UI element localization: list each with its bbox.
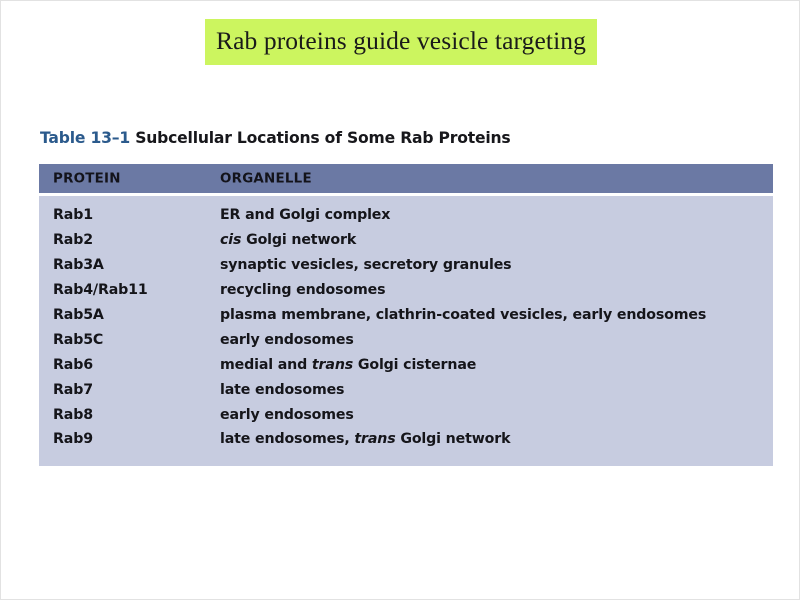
- table-row: Rab9 late endosomes, trans Golgi network: [39, 427, 773, 452]
- italic-term: trans: [354, 431, 396, 448]
- cell-protein: Rab4/Rab11: [53, 282, 148, 299]
- table-caption: Table 13–1 Subcellular Locations of Some…: [40, 129, 511, 147]
- cell-protein: Rab9: [53, 431, 93, 448]
- table-row: Rab5A plasma membrane, clathrin-coated ve…: [39, 303, 773, 328]
- table-caption-number: Table 13–1: [40, 129, 131, 147]
- italic-term: trans: [311, 356, 354, 373]
- cell-organelle: cis Golgi network: [220, 232, 357, 249]
- cell-protein: Rab7: [53, 381, 93, 398]
- cell-organelle: early endosomes: [220, 331, 354, 348]
- cell-organelle: ER and Golgi complex: [220, 207, 391, 224]
- cell-organelle: late endosomes: [220, 381, 345, 398]
- cell-organelle: synaptic vesicles, secretory granules: [220, 257, 512, 274]
- table-row: Rab8 early endosomes: [39, 402, 773, 427]
- cell-organelle: plasma membrane, clathrin-coated vesicle…: [220, 307, 707, 323]
- table-caption-text: Subcellular Locations of Some Rab Protei…: [130, 129, 511, 147]
- cell-protein: Rab5A: [53, 307, 104, 323]
- table-header-row: PROTEIN ORGANELLE: [39, 164, 773, 193]
- table-row: Rab5C early endosomes: [39, 327, 773, 352]
- table-row: Rab2 cis Golgi network: [39, 228, 773, 253]
- page-title: Rab proteins guide vesicle targeting: [205, 19, 597, 66]
- cell-protein: Rab1: [53, 207, 93, 224]
- table-row: Rab1 ER and Golgi complex: [39, 203, 773, 228]
- table-row: Rab7 late endosomes: [39, 377, 773, 402]
- column-header-protein: PROTEIN: [53, 171, 121, 186]
- cell-protein: Rab6: [53, 356, 93, 373]
- cell-organelle: early endosomes: [220, 406, 354, 423]
- cell-protein: Rab5C: [53, 331, 104, 348]
- cell-organelle: late endosomes, trans Golgi network: [220, 431, 511, 448]
- table-row: Rab3A synaptic vesicles, secretory granul…: [39, 253, 773, 278]
- cell-protein: Rab3A: [53, 257, 104, 274]
- header-separator: [39, 193, 773, 196]
- cell-protein: Rab2: [53, 232, 93, 249]
- rab-proteins-table: PROTEIN ORGANELLE Rab1 ER and Golgi compl…: [39, 164, 773, 466]
- cell-organelle: recycling endosomes: [220, 282, 386, 299]
- cell-protein: Rab8: [53, 406, 93, 423]
- table-row: Rab4/Rab11 recycling endosomes: [39, 278, 773, 303]
- italic-term: cis: [220, 232, 242, 249]
- table-row: Rab6 medial and trans Golgi cisternae: [39, 352, 773, 377]
- cell-organelle: medial and trans Golgi cisternae: [220, 356, 477, 373]
- column-header-organelle: ORGANELLE: [220, 171, 312, 186]
- slide-title-container: Rab proteins guide vesicle targeting: [1, 19, 800, 66]
